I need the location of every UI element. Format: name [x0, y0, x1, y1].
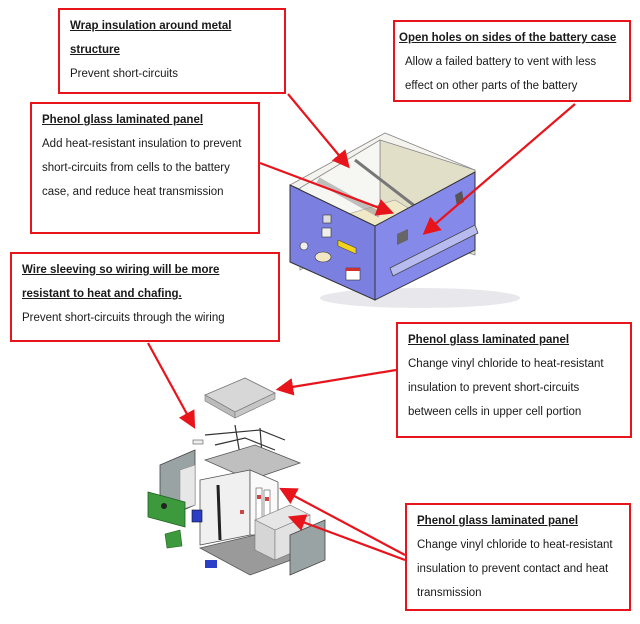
callout-arrows [147, 93, 576, 562]
arrow-wire-sleeving [147, 342, 196, 429]
callout-title: Wire sleeving so wiring will be more res… [22, 264, 220, 300]
arrow-phenol-side-1 [279, 487, 406, 556]
callout-title: Phenol glass laminated panel [408, 334, 570, 346]
battery-case-illustration [289, 132, 520, 308]
callout-phenol-case: Phenol glass laminated panel Add heat-re… [30, 102, 260, 234]
callout-title: Phenol glass laminated panel [417, 515, 579, 527]
arrow-open-holes [422, 103, 576, 235]
callout-phenol-upper: Phenol glass laminated panel Change viny… [396, 322, 632, 438]
callout-title: Wrap insulation around metal structure [70, 20, 232, 56]
callout-body: Prevent short-circuits [70, 68, 179, 80]
callout-wire-sleeving: Wire sleeving so wiring will be more res… [10, 252, 280, 342]
callout-body: Change vinyl chloride to heat-resistant … [417, 539, 613, 599]
callout-wrap-insulation: Wrap insulation around metal structure P… [58, 8, 286, 94]
callout-open-holes: Open holes on sides of the battery case … [393, 20, 631, 102]
callout-body: Prevent short-circuits through the wirin… [22, 312, 225, 324]
callout-phenol-side: Phenol glass laminated panel Change viny… [405, 503, 631, 611]
arrow-wrap-insulation [287, 93, 350, 169]
arrow-phenol-case [259, 161, 395, 216]
callout-body: Allow a failed battery to vent with less… [405, 56, 597, 92]
callout-body: Add heat-resistant insulation to prevent… [42, 138, 242, 198]
arrow-phenol-side-2 [287, 514, 406, 562]
callout-title: Open holes on sides of the battery case [399, 32, 617, 44]
arrow-phenol-upper [275, 368, 397, 396]
callout-body: Change vinyl chloride to heat-resistant … [408, 358, 604, 418]
exploded-battery-illustration [147, 377, 326, 576]
callout-title: Phenol glass laminated panel [42, 114, 204, 126]
